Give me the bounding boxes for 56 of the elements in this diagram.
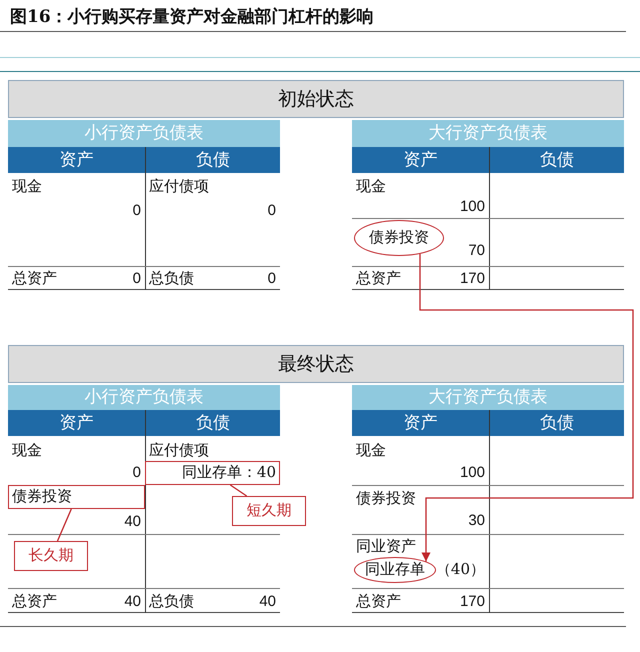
column-header: 负债 [490, 147, 624, 173]
total-label: 总资产 [12, 270, 57, 287]
circled-item: 债券投资 [354, 220, 444, 256]
callout-box: 长久期 [14, 541, 88, 571]
total-label: 总资产 [356, 593, 401, 610]
amount-value: 0 [132, 464, 141, 481]
item-label: 应付债项 [149, 442, 209, 459]
section-band: 最终状态 [8, 345, 624, 383]
amount-value: 0 [132, 202, 141, 219]
table-title-band: 小行资产负债表 [8, 120, 280, 147]
circled-item: 同业存单 [354, 557, 436, 583]
amount-value: 100 [460, 198, 485, 215]
column-header: 资产 [352, 410, 489, 436]
balance-sheet-table [352, 120, 624, 290]
item-label: 现金 [356, 178, 386, 195]
amount-value: （40） [436, 561, 485, 578]
total-label: 总资产 [356, 270, 401, 287]
column-header: 负债 [490, 410, 624, 436]
column-header: 资产 [8, 410, 145, 436]
amount-value: 100 [460, 464, 485, 481]
column-header: 资产 [352, 147, 489, 173]
amount-value: 40 [124, 593, 141, 610]
balance-sheet-table [8, 120, 280, 290]
column-header: 负债 [146, 410, 280, 436]
table-title-band: 小行资产负债表 [8, 385, 280, 410]
figure-title: 图16：小行购买存量资产对金融部门杠杆的影响 [10, 7, 374, 27]
table-title-band: 大行资产负债表 [352, 120, 624, 147]
amount-value: 170 [460, 270, 485, 287]
total-label: 总负债 [149, 593, 194, 610]
total-label: 总资产 [12, 593, 57, 610]
item-label: 应付债项 [149, 178, 209, 195]
amount-value: 40 [124, 513, 141, 530]
leader-line [56, 508, 72, 542]
section-band: 初始状态 [8, 80, 624, 118]
arrow [419, 254, 634, 562]
amount-value: 170 [460, 593, 485, 610]
amount-value: 30 [468, 512, 485, 529]
callout-box: 短久期 [232, 496, 306, 526]
item-label: 同业资产 [356, 538, 416, 555]
amount-value: 0 [268, 270, 276, 287]
item-label: 现金 [12, 442, 42, 459]
item-label: 现金 [12, 178, 42, 195]
amount-value: 0 [268, 202, 276, 219]
amount-value: 70 [468, 242, 485, 259]
total-label: 总负债 [149, 270, 194, 287]
balance-sheet-table [352, 385, 624, 613]
highlighted-item: 同业存单：40 [145, 461, 280, 485]
item-label: 现金 [356, 442, 386, 459]
column-header: 负债 [146, 147, 280, 173]
table-title-band: 大行资产负债表 [352, 385, 624, 410]
item-label: 债券投资 [356, 490, 416, 507]
amount-value: 40 [259, 593, 276, 610]
amount-value: 0 [132, 270, 141, 287]
highlighted-item: 债券投资 [8, 485, 145, 509]
leader-line [230, 484, 248, 497]
column-header: 资产 [8, 147, 145, 173]
